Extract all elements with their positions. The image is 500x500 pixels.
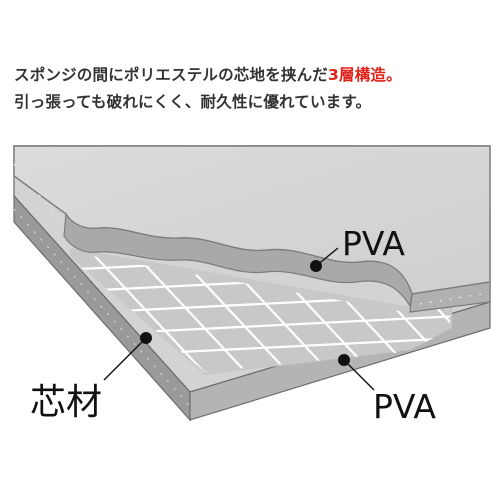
caption: スポンジの間にポリエステルの芯地を挟んだ3層構造。 引っ張っても破れにくく、耐久…	[14, 62, 490, 116]
caption-highlight: 3層構造。	[328, 66, 402, 84]
core-label: 芯材	[30, 382, 102, 423]
caption-line-2: 引っ張っても破れにくく、耐久性に優れています。	[14, 93, 372, 111]
pva-top-callout: PVA	[310, 224, 405, 272]
core-callout: 芯材	[30, 332, 152, 423]
pva-top-marker	[310, 260, 322, 272]
pva-bottom-label: PVA	[373, 387, 436, 426]
caption-line-1: スポンジの間にポリエステルの芯地を挟んだ3層構造。	[14, 62, 490, 89]
caption-line-1-text: スポンジの間にポリエステルの芯地を挟んだ	[14, 66, 329, 84]
core-marker	[140, 332, 152, 344]
pva-bottom-callout: PVA	[338, 354, 436, 426]
pva-top-layer	[13, 145, 491, 313]
pva-top-label: PVA	[342, 224, 405, 263]
pva-bottom-marker	[338, 354, 350, 366]
